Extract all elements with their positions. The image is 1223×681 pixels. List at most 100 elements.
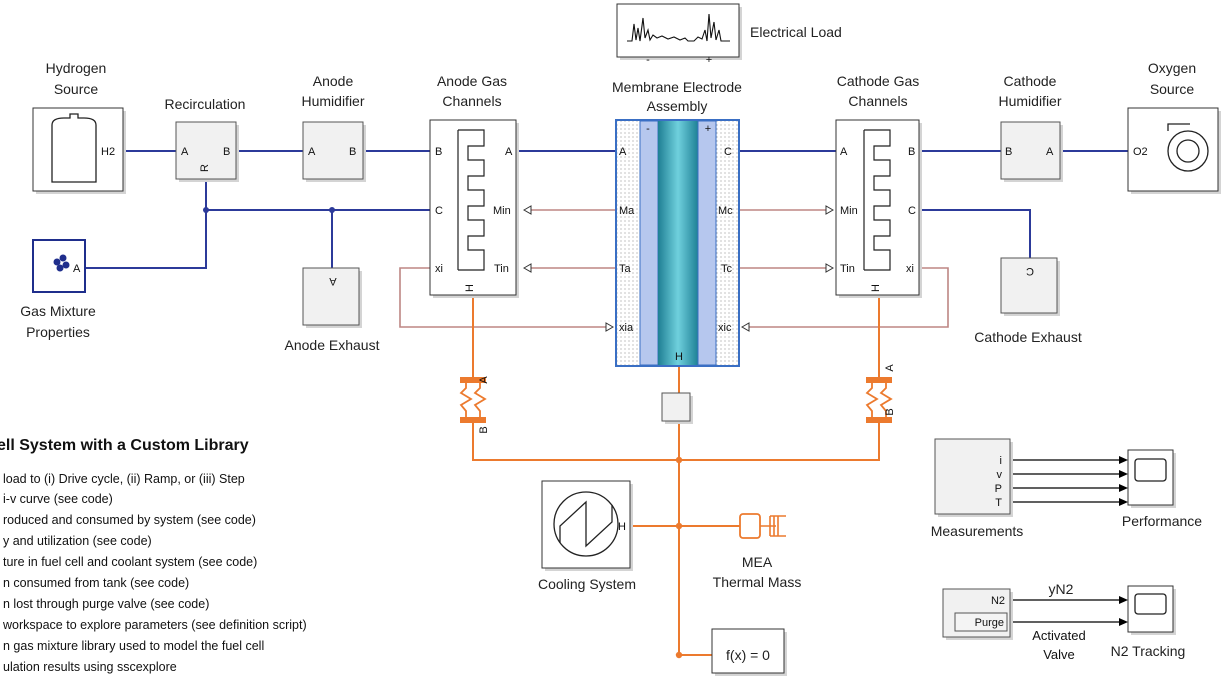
port-label: Ta: [619, 263, 632, 275]
cathode-xi-line[interactable]: [749, 267, 949, 328]
port-label: C: [724, 146, 732, 158]
measurements-block[interactable]: i v P T Measurements: [931, 438, 1024, 539]
description-line: n consumed from tank (see code): [3, 576, 189, 590]
port-label: xia: [619, 322, 634, 334]
port-label: A: [73, 263, 81, 275]
heat-bus-line[interactable]: [472, 423, 880, 461]
port-label: B: [884, 408, 896, 415]
cooling-system-label: Cooling System: [538, 576, 636, 592]
gas-properties-line[interactable]: [84, 210, 207, 269]
junction-dot: [675, 456, 683, 464]
arrow-icon: [605, 322, 615, 332]
port-label: N2: [991, 595, 1005, 607]
port-label: A: [329, 275, 337, 287]
solver-configuration-block[interactable]: f(x) = 0: [711, 628, 787, 676]
port-label: B: [478, 426, 490, 433]
mea-block[interactable]: Membrane Electrode Assembly - + A Ma Ta …: [612, 79, 742, 367]
anode-gas-channels-block[interactable]: Anode Gas Channels B C xi A Min Tin H: [429, 73, 519, 298]
port-label: C: [1026, 265, 1034, 277]
recirculation-return-line[interactable]: [205, 180, 430, 211]
anode-exhaust-label: Anode Exhaust: [285, 337, 380, 353]
oxygen-source-label: Source: [1150, 81, 1195, 97]
heat-exchanger-icon: [553, 491, 619, 557]
arrow-icon: [1119, 484, 1128, 492]
port-label: +: [705, 123, 711, 135]
cathode-exhaust-block[interactable]: C Cathode Exhaust: [974, 257, 1082, 345]
compressor-icon: [1176, 139, 1200, 163]
compressor-icon: [1167, 130, 1209, 172]
serpentine-channel-icon: [863, 129, 891, 271]
performance-label: Performance: [1122, 513, 1202, 529]
port-label: B: [1005, 146, 1012, 158]
anode-electrode: [639, 120, 659, 366]
port-label: Min: [840, 205, 858, 217]
cathode-exhaust-line[interactable]: [919, 209, 1031, 258]
description-line: load to (i) Drive cycle, (ii) Ramp, or (…: [3, 472, 245, 486]
port-label: Tin: [840, 263, 855, 275]
port-label: A: [181, 146, 189, 158]
port-label: C: [908, 205, 916, 217]
port-label: A: [884, 364, 896, 372]
port-label: Tin: [494, 263, 509, 275]
junction-dot: [203, 207, 209, 213]
arrow-icon: [1119, 596, 1128, 604]
anode-humidifier-label: Anode: [313, 73, 354, 89]
port-label: R: [199, 164, 211, 172]
output-label: P: [995, 483, 1002, 495]
port-label: A: [619, 146, 627, 158]
mea-thermal-mass-block[interactable]: MEA Thermal Mass: [713, 513, 802, 590]
mea-label: Membrane Electrode: [612, 79, 742, 95]
arrow-icon: [522, 263, 532, 273]
description-line: n lost through purge valve (see code): [3, 597, 209, 611]
port-label: Ma: [619, 205, 635, 217]
arrow-icon: [522, 205, 532, 215]
port-label: xic: [718, 322, 732, 334]
port-label: C: [435, 205, 443, 217]
performance-scope-block[interactable]: Performance: [1122, 449, 1202, 529]
coolant-interface-block[interactable]: [661, 392, 693, 424]
recirculation-label: Recirculation: [165, 96, 246, 112]
port-label: B: [435, 146, 442, 158]
cathode-humidifier-label: Humidifier: [998, 93, 1061, 109]
port-label: -: [646, 123, 650, 135]
purge-block[interactable]: N2 Purge yN2 Activated Valve: [942, 581, 1086, 662]
port-label: H: [675, 351, 683, 363]
description-line: ture in fuel cell and coolant system (se…: [3, 555, 257, 569]
arrow-icon: [825, 263, 835, 273]
oxygen-source-block[interactable]: Oxygen Source O2: [1127, 60, 1221, 194]
anode-xi-line[interactable]: [399, 267, 606, 328]
mea-thermal-mass-label: Thermal Mass: [713, 574, 802, 590]
anode-gas-channels-label: Channels: [442, 93, 501, 109]
n2-tracking-scope-block[interactable]: N2 Tracking: [1111, 585, 1186, 659]
arrow-icon: [740, 322, 750, 332]
membrane: [658, 121, 698, 365]
recirculation-block[interactable]: Recirculation A B R: [165, 96, 246, 182]
cathode-gas-channels-block[interactable]: Cathode Gas Channels A Min Tin B C xi H: [835, 73, 922, 298]
mea-label: Assembly: [647, 98, 708, 114]
port-label: A: [478, 376, 490, 384]
port-label: Tc: [721, 263, 733, 275]
yn2-signal-label: yN2: [1049, 581, 1074, 597]
port-label: Purge: [975, 617, 1004, 629]
conduction-icon: [865, 383, 893, 417]
port-label: H: [618, 521, 626, 533]
anode-humidifier-block[interactable]: Anode Humidifier A B: [301, 73, 366, 182]
serpentine-channel-icon: [457, 129, 485, 271]
arrow-icon: [1119, 456, 1128, 464]
cathode-electrode: [697, 120, 717, 366]
cooling-system-block[interactable]: H Cooling System: [538, 480, 636, 592]
cathode-humidifier-block[interactable]: Cathode Humidifier B A: [998, 73, 1063, 182]
anode-thermal-conduit[interactable]: A B: [459, 376, 490, 434]
hydrogen-source-label: Hydrogen: [46, 60, 107, 76]
port-label: -: [646, 54, 650, 66]
measurements-label: Measurements: [931, 523, 1024, 539]
activated-valve-label: Valve: [1043, 647, 1075, 662]
cathode-thermal-conduit[interactable]: A B: [865, 364, 896, 423]
electrical-load-block[interactable]: - + Electrical Load: [616, 3, 842, 66]
anode-humidifier-label: Humidifier: [301, 93, 364, 109]
output-label: T: [995, 497, 1002, 509]
description-line: workspace to explore parameters (see def…: [2, 618, 307, 632]
gas-mixture-properties-block[interactable]: A Gas Mixture Properties: [20, 239, 96, 340]
anode-exhaust-block[interactable]: A Anode Exhaust: [285, 267, 380, 353]
hydrogen-source-block[interactable]: Hydrogen Source H2: [32, 60, 126, 194]
